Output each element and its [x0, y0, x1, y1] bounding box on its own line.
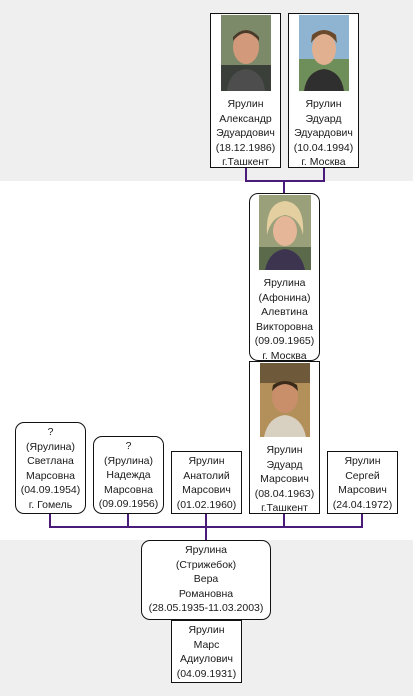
connector-line	[323, 168, 325, 182]
card-text-line: (04.09.1954)	[20, 484, 81, 496]
card-text-line: Марсович	[182, 484, 231, 496]
card-text-line: Эдуардович	[216, 127, 275, 139]
card-text-line: Викторовна	[255, 320, 313, 333]
connector-line	[49, 514, 51, 528]
card-text-line: Марсовна	[104, 483, 153, 496]
card-text-line: Ярулин	[266, 444, 303, 456]
card-text-line: Эдуардович	[294, 127, 353, 139]
card-text-line: Марсович	[260, 473, 309, 485]
card-text-line: Ярулина	[185, 544, 227, 556]
card-text-line: г.Ташкент	[261, 502, 308, 514]
card-text-line: г. Гомель	[28, 498, 73, 511]
person-card-svetlana[interactable]: ? (Ярулина) Светлана Марсовна (04.09.195…	[15, 422, 86, 514]
woman-photo-icon	[258, 195, 311, 270]
card-text-line: (08.04.1963)	[254, 487, 315, 500]
person-card-sergey[interactable]: Ярулин Сергей Марсович (24.04.1972)	[327, 451, 398, 514]
card-text-line: Марс	[193, 638, 220, 651]
card-text-line: (Стрижебок)	[175, 558, 237, 571]
card-text-line: Романовна	[178, 587, 234, 600]
card-text-line: Ярулин	[188, 624, 225, 636]
card-text-line: Марсовна	[26, 469, 75, 482]
card-text-line: (24.04.1972)	[332, 498, 393, 511]
card-text-line: (09.09.1956)	[98, 498, 159, 510]
connector-line	[245, 180, 325, 182]
connector-line	[205, 514, 207, 528]
connector-line	[245, 168, 247, 182]
card-text-line: (28.05.1935-11.03.2003)	[148, 602, 264, 614]
person-card-aleksandr[interactable]: Ярулин Александр Эдуардович (18.12.1986)…	[210, 13, 281, 168]
card-text-line: г.Ташкент	[222, 156, 269, 168]
connector-line	[283, 180, 285, 194]
connector-line	[361, 514, 363, 528]
man-photo-icon	[220, 15, 271, 91]
card-text-line: Светлана	[27, 455, 74, 467]
card-text-line: Ярулин	[227, 98, 264, 110]
card-text-line: Ярулин	[305, 98, 342, 110]
card-text-line: (18.12.1986)	[215, 141, 276, 154]
connector-line	[205, 526, 207, 541]
card-text-line: Эдуард	[266, 458, 303, 471]
person-card-alevtina[interactable]: Ярулина (Афонина) Алевтина Викторовна (0…	[249, 193, 320, 362]
person-card-anatoly[interactable]: Ярулин Анатолий Марсович (01.02.1960)	[171, 451, 242, 514]
card-text-line: г. Москва	[301, 156, 346, 168]
young-man-photo-icon	[298, 15, 349, 91]
card-text-line: (04.09.1931)	[176, 667, 237, 680]
card-text-line: Вера	[193, 573, 219, 585]
card-text-line: Ярулин	[344, 455, 381, 467]
card-text-line: Сергей	[345, 469, 380, 482]
card-text-line: ?	[47, 426, 54, 438]
card-text-line: ?	[125, 440, 132, 452]
card-text-line: Анатолий	[183, 469, 230, 482]
person-card-vera[interactable]: Ярулина (Стрижебок) Вера Романовна (28.0…	[141, 540, 271, 620]
connector-line	[127, 514, 129, 528]
card-text-line: (Ярулина)	[26, 440, 75, 453]
card-text-line: (10.04.1994)	[293, 141, 354, 154]
card-text-line: (Ярулина)	[104, 454, 153, 467]
person-card-eduard[interactable]: Ярулин Эдуард Марсович (08.04.1963) г.Та…	[249, 361, 320, 514]
card-text-line: (09.09.1965)	[254, 335, 315, 347]
card-text-line: Ярулина	[263, 277, 306, 289]
card-text-line: (01.02.1960)	[176, 498, 237, 511]
card-text-line: Марсович	[338, 484, 387, 496]
person-card-mars[interactable]: Ярулин Марс Адиулович (04.09.1931)	[171, 620, 242, 683]
card-text-line: Ярулин	[188, 455, 225, 467]
connector-line	[283, 514, 285, 528]
card-text-line: г. Москва	[262, 349, 307, 362]
card-text-line: Надежда	[106, 469, 151, 481]
person-card-nadezhda[interactable]: ? (Ярулина) Надежда Марсовна (09.09.1956…	[93, 436, 164, 514]
card-text-line: Алевтина	[261, 306, 308, 318]
man-photo-icon	[259, 363, 310, 437]
card-text-line: Александр	[219, 112, 272, 125]
card-text-line: (Афонина)	[258, 291, 311, 304]
card-text-line: Адиулович	[179, 653, 233, 665]
card-text-line: Эдуард	[305, 112, 342, 125]
person-card-eduard-jr[interactable]: Ярулин Эдуард Эдуардович (10.04.1994) г.…	[288, 13, 359, 168]
